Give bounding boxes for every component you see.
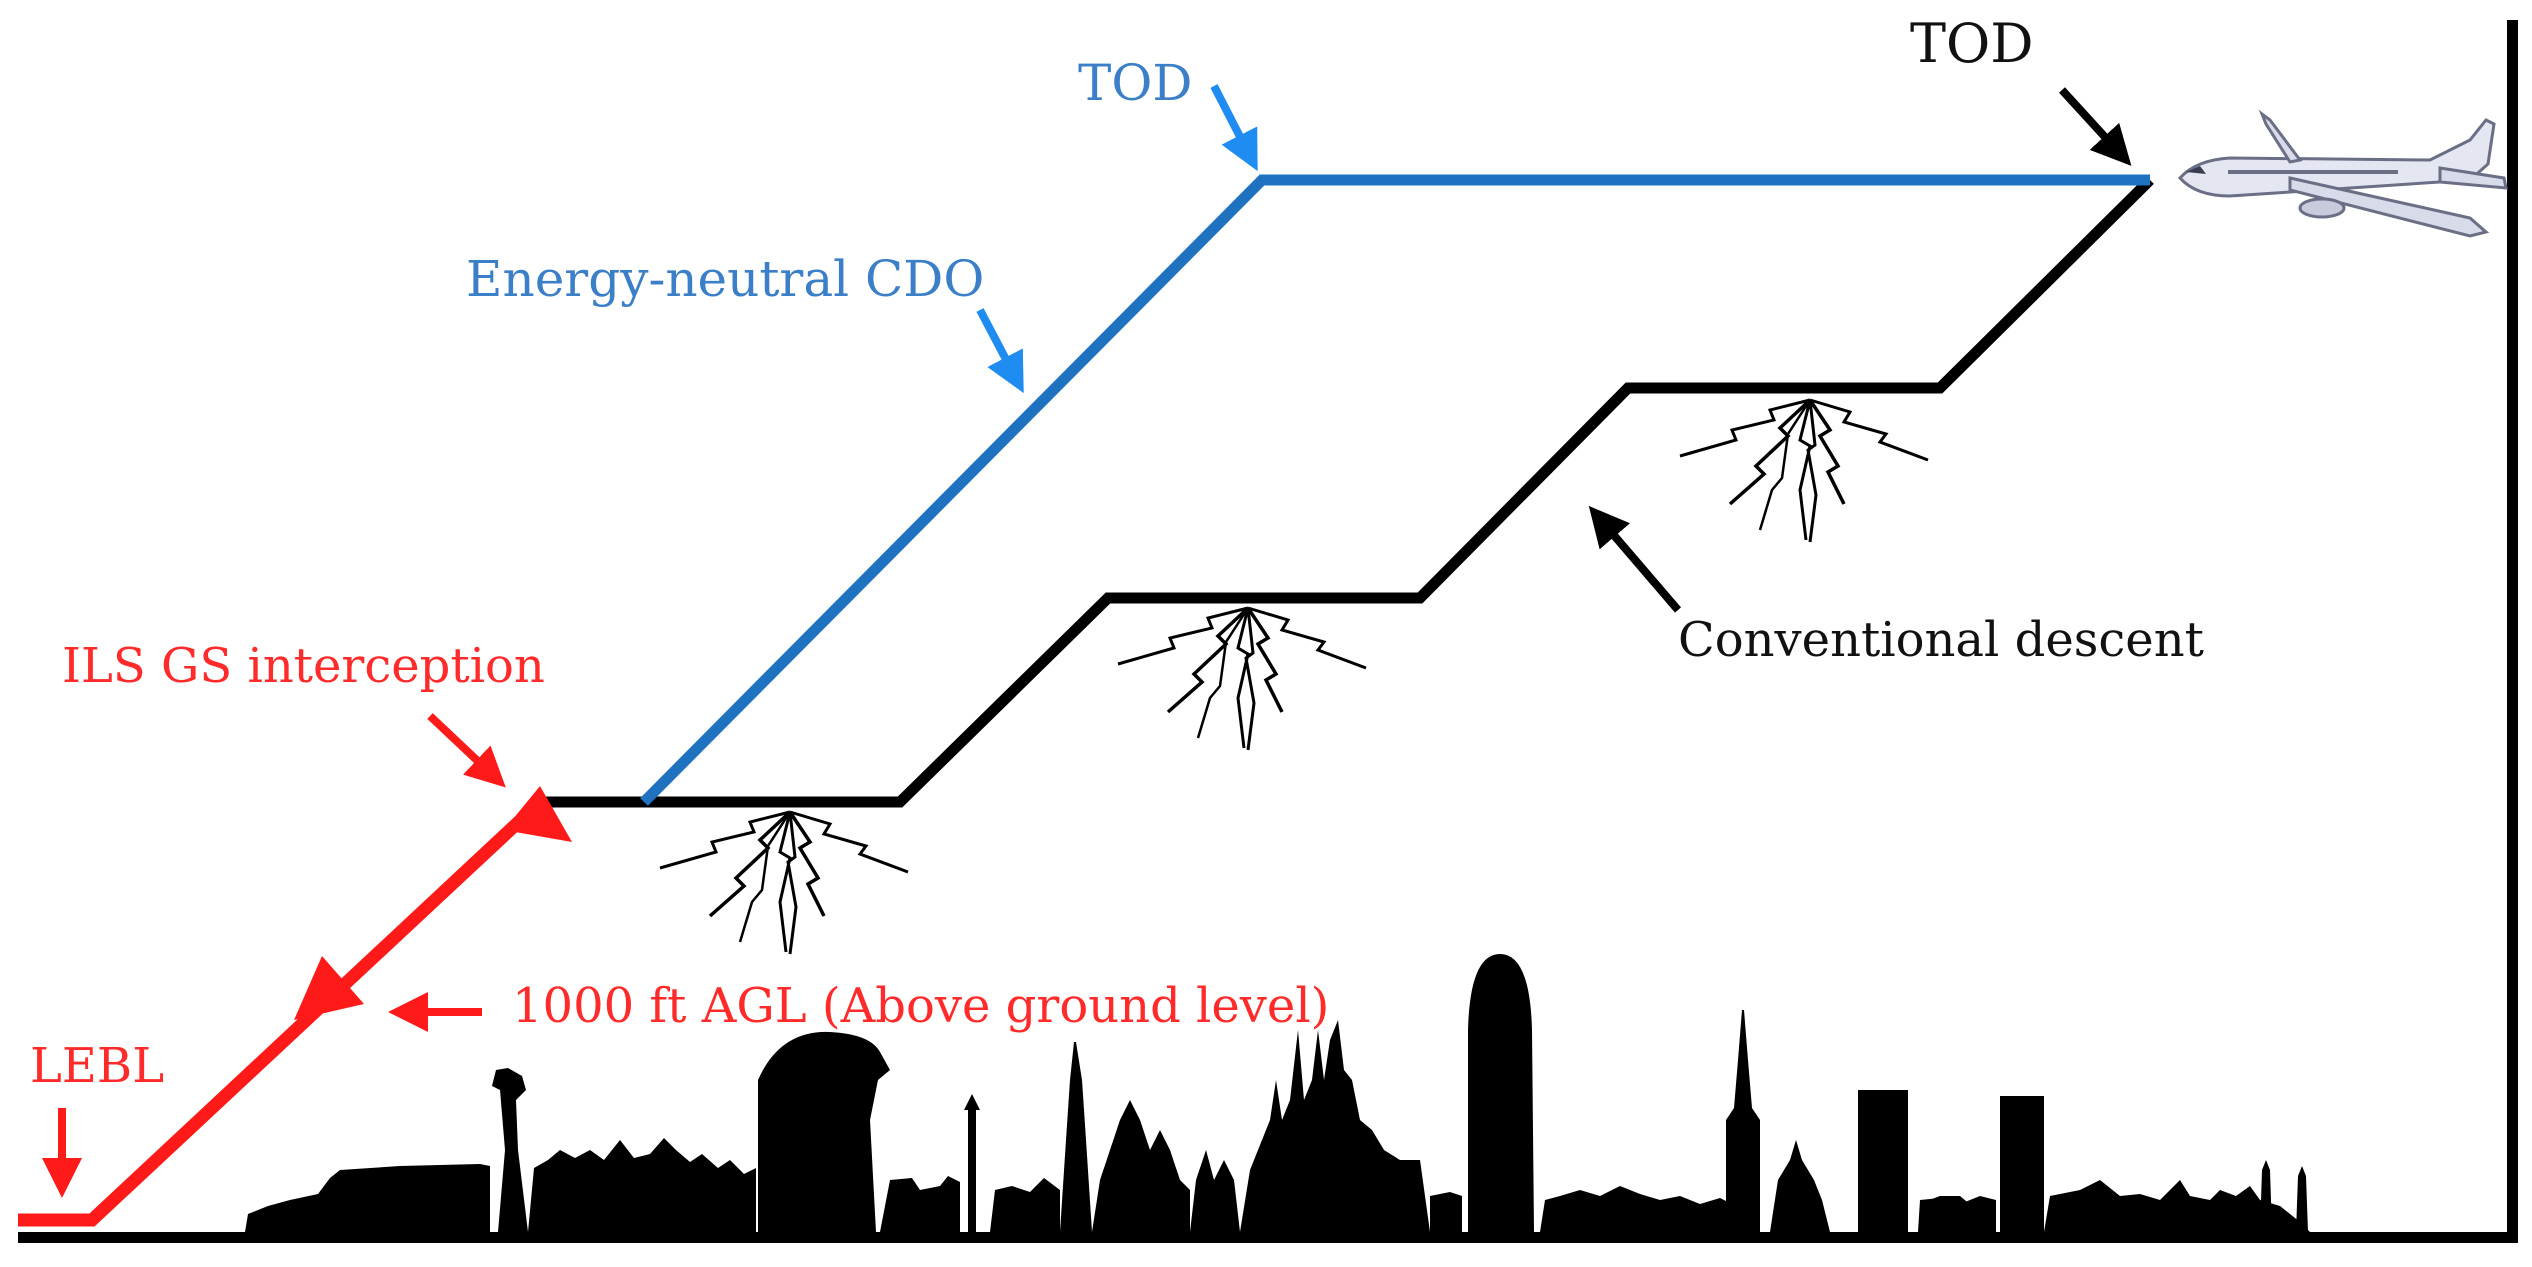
noise-burst-icon bbox=[658, 810, 910, 956]
airplane-icon bbox=[2177, 109, 2508, 238]
conventional-descent-label: Conventional descent bbox=[1678, 612, 2204, 668]
ils-gs-interception-label: ILS GS interception bbox=[62, 638, 545, 694]
right-frame-edge bbox=[2507, 20, 2518, 1242]
ils-interception-arrowhead bbox=[504, 786, 572, 842]
conventional-descent-path bbox=[540, 176, 2154, 808]
tod-conventional-arrow bbox=[2059, 87, 2132, 166]
cdo-path bbox=[640, 174, 2150, 806]
agl-1000ft-label: 1000 ft AGL (Above ground level) bbox=[512, 978, 1329, 1034]
noise-burst-icon bbox=[1678, 398, 1930, 544]
tod-conventional-label: TOD bbox=[1910, 12, 2034, 75]
airport-lebl-label: LEBL bbox=[30, 1038, 164, 1094]
ground-line bbox=[18, 1232, 2518, 1243]
noise-burst-icon bbox=[1116, 606, 1368, 752]
energy-neutral-cdo-label: Energy-neutral CDO bbox=[466, 250, 984, 308]
conventional-label-arrow bbox=[1588, 505, 1682, 613]
tod-cdo-label: TOD bbox=[1078, 54, 1192, 112]
tod-cdo-arrow bbox=[1210, 84, 1258, 172]
agl-arrowhead bbox=[294, 956, 364, 1020]
barcelona-skyline bbox=[245, 954, 2310, 1232]
cdo-label-arrow bbox=[976, 308, 1024, 394]
ils-glide-slope bbox=[18, 797, 545, 1227]
ils-label-arrow bbox=[427, 713, 506, 788]
